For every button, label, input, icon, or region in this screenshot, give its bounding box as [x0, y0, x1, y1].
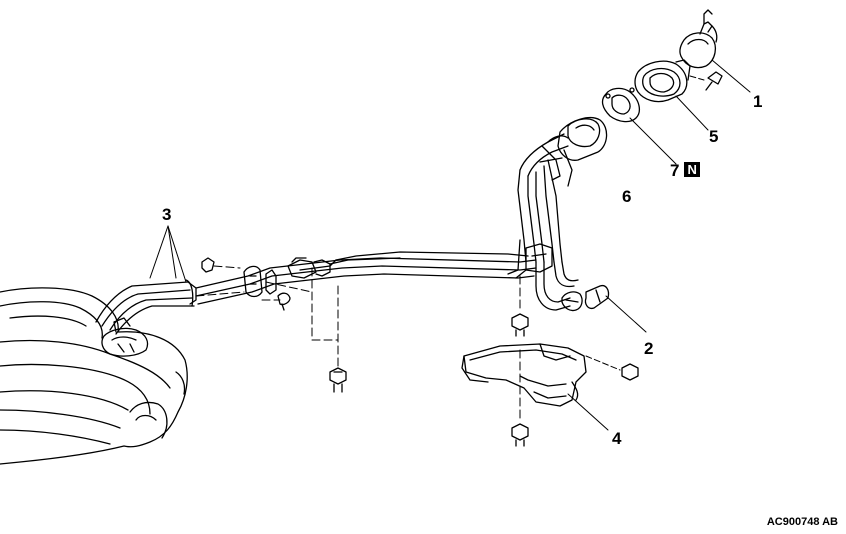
callout-3-label: 3 — [162, 205, 172, 224]
filler-protector — [461, 343, 639, 431]
fuel-cap — [679, 9, 751, 93]
reference-code: AC900748 AB — [766, 516, 838, 528]
filler-housing — [634, 59, 723, 131]
callout-4-label: 4 — [612, 429, 622, 448]
vent-hoses — [95, 279, 197, 335]
label-3-leaders — [149, 225, 187, 283]
fuel-lines — [195, 251, 537, 311]
callout-1-label: 1 — [753, 92, 763, 111]
alignment-lines-left — [195, 265, 521, 423]
filler-gasket — [601, 87, 677, 165]
callout-7-number: 7 — [670, 161, 680, 180]
new-part-badge: N — [684, 162, 700, 177]
callout-2-label: 2 — [644, 339, 654, 358]
callout-6-label: 6 — [622, 187, 632, 206]
fuel-tank — [0, 287, 188, 465]
callout-5-label: 5 — [709, 127, 719, 146]
bolt-bottom — [511, 423, 529, 447]
filler-hose — [561, 284, 647, 333]
bolt-left — [329, 367, 347, 393]
filler-neck — [507, 117, 608, 311]
bolt-middle — [511, 313, 529, 337]
